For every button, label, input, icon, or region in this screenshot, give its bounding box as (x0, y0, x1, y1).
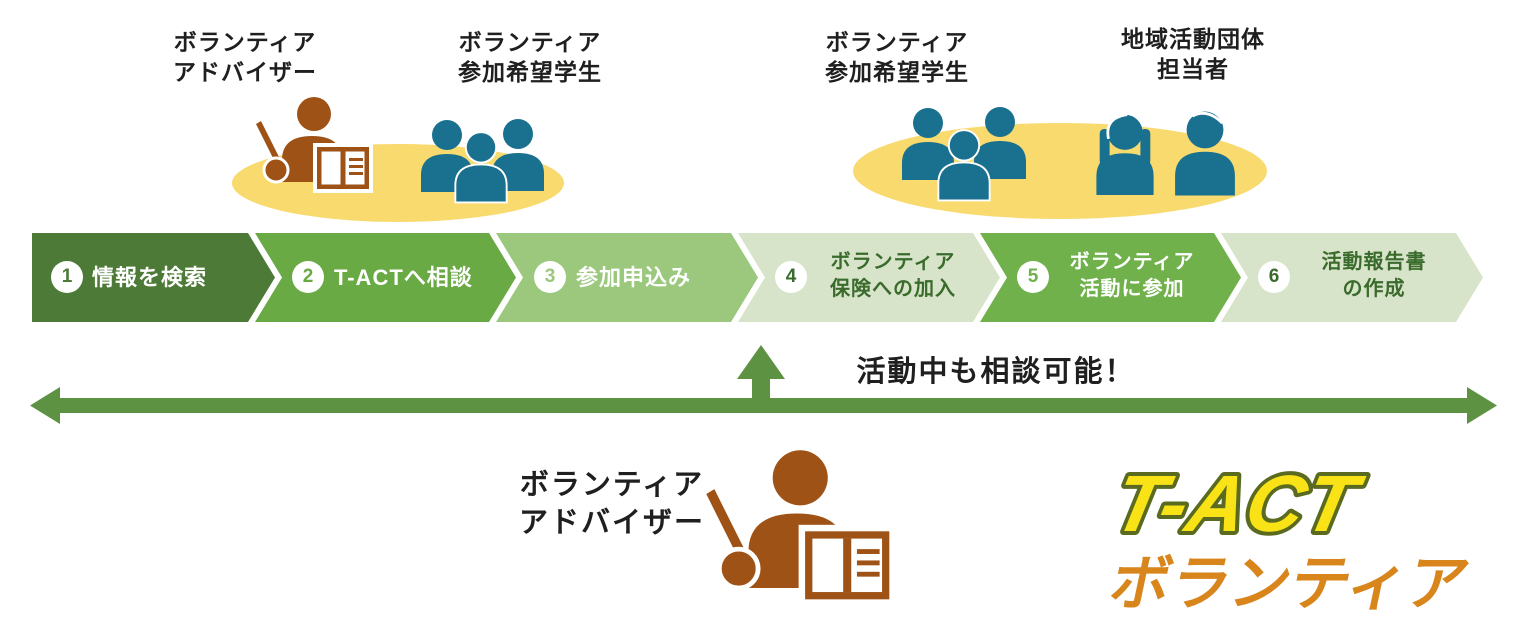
step-2-label: T-ACTへ相談 (334, 265, 473, 290)
label-advisor-bottom: ボランティア アドバイザー (518, 469, 706, 539)
step-4-label: ボランティア 保険への加入 (830, 251, 956, 300)
label-advisor-top: ボランティア アドバイザー (173, 29, 317, 85)
step-5-label: ボランティア 活動に参加 (1069, 251, 1195, 300)
chevron-step-4 (738, 233, 1000, 322)
chevron-step-5 (980, 233, 1241, 322)
tact-logo-line1: T-ACT (1106, 460, 1371, 549)
process-chevron-band (32, 233, 1483, 322)
label-staff: 地域活動団体 担当者 (1121, 26, 1265, 82)
consult-up-arrow (737, 345, 785, 379)
step-2-badge: 2 (292, 261, 324, 293)
chevron-step-2 (255, 233, 516, 322)
label-students-left: ボランティア 参加希望学生 (458, 29, 602, 85)
chevron-step-6 (1221, 233, 1483, 322)
students-icon-left (421, 119, 544, 204)
chevron-step-3 (496, 233, 758, 322)
consultation-note: 活動中も相談可能！ (856, 356, 1136, 388)
step-1-label: 情報を検索 (92, 265, 208, 290)
step-6-label: 活動報告書 の作成 (1321, 251, 1427, 300)
step-3-label: 参加申込み (576, 265, 692, 290)
step-5-badge: 5 (1017, 261, 1049, 293)
advisor-icon-top (254, 95, 375, 195)
step-6-badge: 6 (1258, 261, 1290, 293)
label-students-right: ボランティア 参加希望学生 (825, 29, 969, 85)
timeline-arrow (30, 345, 1497, 424)
advisor-icon-bottom (706, 450, 896, 606)
step-3-badge: 3 (534, 261, 566, 293)
tact-logo-line2: ボランティア (1104, 550, 1475, 617)
step-1-badge: 1 (51, 261, 83, 293)
chevron-step-1 (32, 233, 275, 322)
step-4-badge: 4 (775, 261, 807, 293)
tact-logo: T-ACT ボランティア (1102, 456, 1475, 617)
